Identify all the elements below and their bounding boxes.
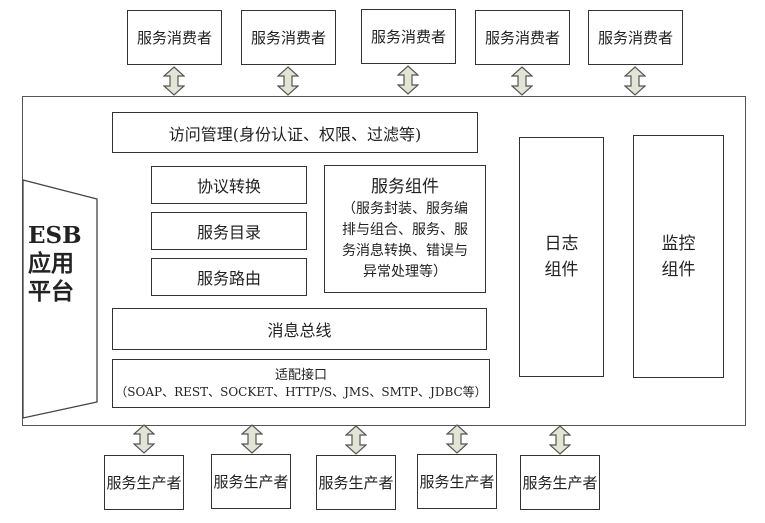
message-bus-box: 消息总线 — [112, 308, 487, 350]
service-consumer-box: 服务消费者 — [588, 10, 683, 65]
bidirectional-arrow-icon — [163, 66, 185, 96]
service-consumer-box: 服务消费者 — [241, 10, 336, 65]
service-consumer-box: 服务消费者 — [127, 10, 222, 65]
log-component-box: 日志 组件 — [519, 137, 604, 377]
service-directory-box: 服务目录 — [151, 212, 307, 250]
service-routing-box: 服务路由 — [151, 258, 307, 296]
bidirectional-arrow-icon — [241, 424, 263, 454]
bidirectional-arrow-icon — [133, 424, 155, 454]
access-management-box: 访问管理(身份认证、权限、过滤等) — [112, 112, 478, 153]
monitor-component-label: 组件 — [661, 259, 696, 280]
service-producer-box: 服务生产者 — [316, 455, 396, 510]
bidirectional-arrow-icon — [345, 425, 367, 455]
bidirectional-arrow-icon — [397, 65, 419, 95]
service-producer-box: 服务生产者 — [104, 455, 184, 510]
service-component-line: 务消息转换、错误与 — [342, 243, 468, 259]
service-producer-box: 服务生产者 — [417, 454, 497, 509]
bidirectional-arrow-icon — [549, 425, 571, 455]
service-consumer-box: 服务消费者 — [475, 10, 570, 65]
bidirectional-arrow-icon — [511, 66, 533, 96]
monitor-component-label: 监控 — [661, 233, 696, 254]
service-producer-box: 服务生产者 — [520, 455, 600, 510]
bidirectional-arrow-icon — [277, 66, 299, 96]
bidirectional-arrow-icon — [624, 66, 646, 96]
esb-label-line: 应用 — [28, 250, 74, 277]
service-consumer-box: 服务消费者 — [361, 9, 456, 64]
service-component-line: 异常处理等） — [363, 264, 447, 280]
adapter-interface-title: 适配接口 — [274, 367, 327, 383]
esb-platform-label: ESB 应用 平台 — [28, 222, 90, 306]
service-producer-box: 服务生产者 — [211, 454, 291, 509]
protocol-conversion-box: 协议转换 — [151, 166, 307, 204]
log-component-label: 日志 — [544, 234, 579, 254]
adapter-interface-box: 适配接口 （SOAP、REST、SOCKET、HTTP/S、JMS、SMTP、J… — [112, 359, 490, 408]
monitor-component-box: 监控 组件 — [633, 135, 724, 378]
bidirectional-arrow-icon — [446, 424, 468, 454]
esb-label-line: 平台 — [28, 278, 74, 305]
service-component-box: 服务组件 （服务封装、服务编 排与组合、服务、服 务消息转换、错误与 异常处理等… — [324, 165, 486, 293]
service-component-title: 服务组件 — [371, 177, 439, 197]
log-component-label: 组件 — [544, 260, 579, 280]
adapter-interface-protocols: （SOAP、REST、SOCKET、HTTP/S、JMS、SMTP、JDBC等） — [115, 384, 487, 399]
esb-label-line: ESB — [28, 222, 82, 249]
service-component-line: 排与组合、服务、服 — [342, 222, 468, 238]
service-component-line: （服务封装、服务编 — [342, 201, 468, 217]
